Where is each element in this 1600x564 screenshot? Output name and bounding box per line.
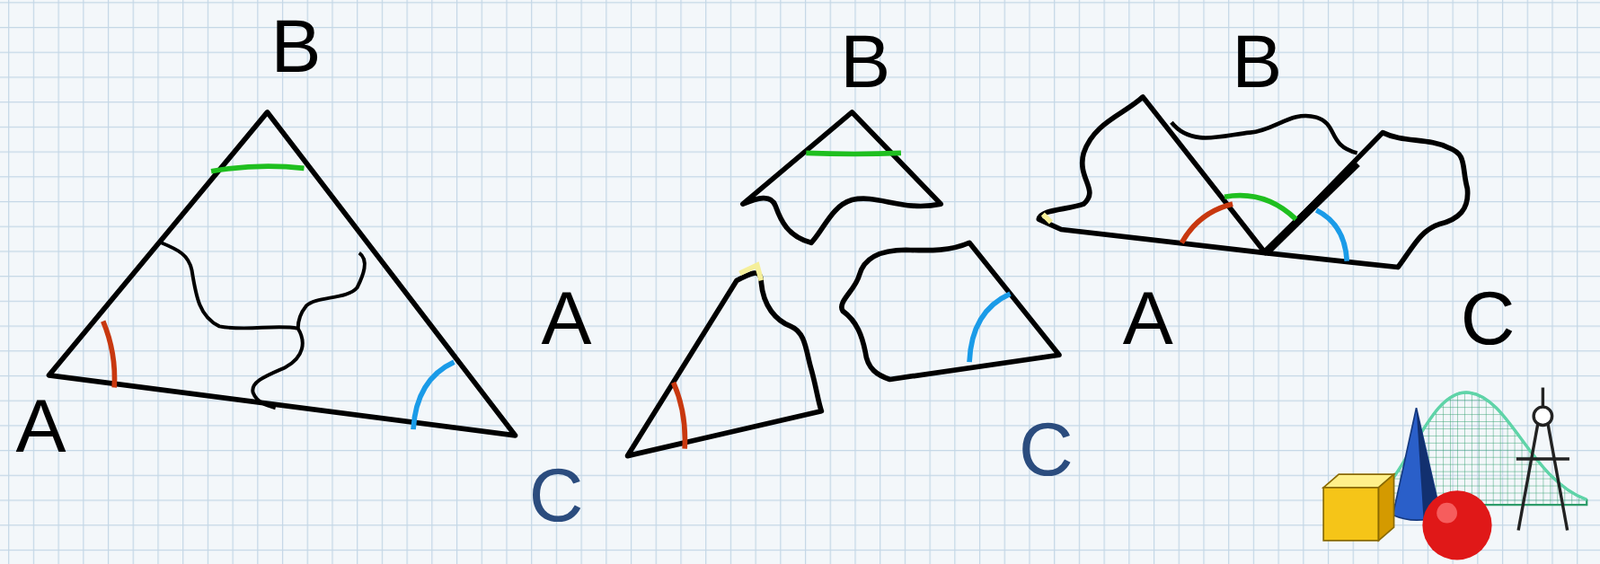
vertex-label: B	[839, 23, 891, 99]
tear-line	[160, 242, 302, 408]
cube	[1323, 487, 1379, 541]
vertex-label: A	[1122, 280, 1174, 356]
piece-c	[1264, 132, 1468, 268]
angle-arc-b	[1224, 195, 1297, 221]
sphere	[1436, 503, 1458, 524]
piece-a	[1038, 97, 1265, 254]
vertex-label: A	[15, 388, 66, 464]
vertex-label: C	[1018, 411, 1074, 487]
angle-arc-a	[673, 382, 686, 450]
vertex-label: A	[540, 280, 592, 356]
paper-edge	[1043, 213, 1052, 222]
triangle-outline	[49, 112, 516, 436]
cube	[1379, 474, 1395, 541]
piece-b	[742, 112, 941, 243]
angle-arc-a	[1181, 203, 1233, 243]
paper-edge	[739, 265, 761, 281]
angle-arc-b	[211, 166, 304, 172]
tear-line	[298, 253, 365, 329]
geometry-logo	[1323, 388, 1587, 561]
piece-c	[841, 242, 1060, 380]
angle-arc-b	[805, 152, 902, 154]
vertex-label: C	[529, 457, 584, 533]
angle-arc-c	[1316, 210, 1347, 262]
angle-arc-a	[103, 321, 115, 389]
vertex-label: B	[1231, 23, 1282, 99]
angle-arc-c	[413, 362, 454, 430]
vertex-label: B	[270, 8, 321, 84]
sphere	[1422, 490, 1492, 560]
assembled-pieces	[1038, 97, 1468, 268]
compass	[1516, 388, 1570, 531]
piece-a	[627, 273, 823, 457]
torn-pieces	[627, 112, 1060, 457]
vertex-label: C	[1460, 280, 1516, 356]
piece-b	[1171, 115, 1358, 153]
whole-triangle	[49, 112, 516, 436]
angle-arc-c	[969, 293, 1010, 363]
